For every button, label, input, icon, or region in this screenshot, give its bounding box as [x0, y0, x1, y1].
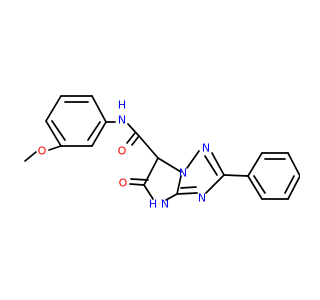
bond: [91, 95, 107, 123]
ring-nh-hydrogen-label: H: [149, 198, 157, 211]
bond: [247, 175, 263, 200]
bond: [284, 175, 295, 194]
bond: [287, 175, 300, 200]
bond: [253, 175, 266, 194]
bond: [157, 157, 182, 173]
bond: [176, 175, 182, 195]
bond: [165, 193, 178, 201]
bond: [138, 135, 159, 159]
bond: [45, 95, 62, 122]
bond: [204, 155, 218, 176]
bond: [127, 123, 140, 137]
bond: [126, 132, 136, 144]
triazole-n1-label: N: [179, 167, 187, 180]
bond: [211, 152, 225, 176]
bond: [129, 183, 145, 186]
bond: [87, 121, 101, 141]
amide-hydrogen-label: H: [118, 99, 126, 112]
bond: [247, 152, 263, 177]
bond: [223, 174, 249, 177]
bond: [91, 121, 107, 147]
bond: [48, 145, 62, 151]
triazole-n4-label: N: [198, 192, 206, 205]
bond: [130, 178, 149, 181]
bond: [176, 192, 198, 195]
bond: [24, 151, 37, 162]
bond: [186, 150, 200, 169]
atom-labels: O H N O O N H N N N: [38, 99, 210, 211]
bond: [287, 152, 300, 177]
bond: [51, 120, 66, 141]
amide-nitrogen-label: N: [118, 114, 126, 127]
bond: [131, 135, 140, 146]
bonds: [24, 95, 300, 201]
amide-oxygen-label: O: [118, 145, 127, 158]
bond: [180, 186, 197, 189]
methoxy-oxygen-label: O: [38, 145, 47, 158]
bond: [143, 184, 154, 200]
bond: [143, 157, 159, 186]
bond: [45, 120, 62, 147]
triazole-n2-label: N: [202, 142, 210, 155]
ring-nh-nitrogen-label: N: [161, 198, 169, 211]
molecule-structure-diagram: O H N O O N H N N N: [24, 95, 300, 211]
ring-carbonyl-oxygen-label: O: [119, 177, 128, 190]
bond: [205, 174, 225, 194]
